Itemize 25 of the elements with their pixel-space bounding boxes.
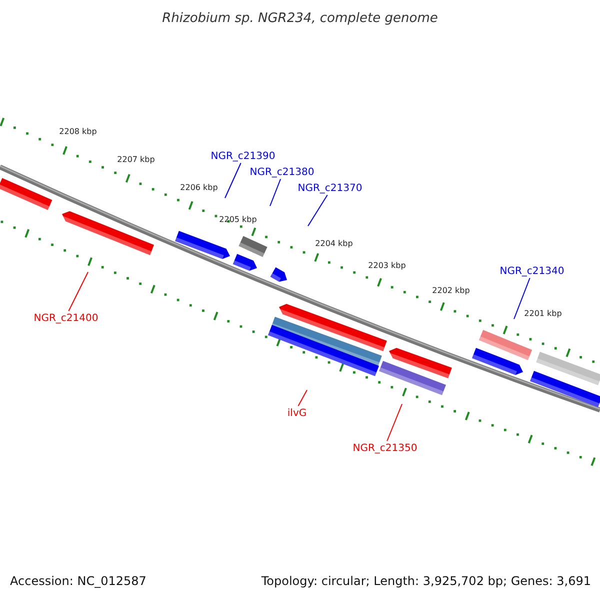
scale-label: 2205 kbp xyxy=(219,214,257,226)
accession-text: Accession: NC_012587 xyxy=(10,574,146,588)
scale-label: 2203 kbp xyxy=(368,260,406,272)
gene-label: NGR_c21370 xyxy=(298,182,362,194)
leader-line xyxy=(298,390,308,406)
leader-line xyxy=(68,272,88,312)
scale-label: 2201 kbp xyxy=(524,308,562,320)
genome-summary: Topology: circular; Length: 3,925,702 bp; Genes: 3,691 xyxy=(261,574,591,588)
gene-label: NGR_c21350 xyxy=(352,442,418,454)
gene-label: NGR_c21390 xyxy=(210,150,276,162)
leader-line xyxy=(270,178,282,206)
gene-label: NGR_c21380 xyxy=(250,166,314,178)
map-title: Rhizobium sp. NGR234, complete genome xyxy=(162,12,438,24)
gene-label: NGR_c21400 xyxy=(34,312,98,324)
gene-label: NGR_c21340 xyxy=(500,264,564,278)
gene-label: ilvG xyxy=(287,406,307,420)
scale-label: 2204 kbp xyxy=(315,238,353,250)
scale-label: 2206 kbp xyxy=(180,182,218,194)
leader-line xyxy=(514,278,530,320)
scale-label: 2202 kbp xyxy=(432,284,470,296)
leader-line xyxy=(224,162,242,198)
leader-line xyxy=(386,404,402,442)
scale-label: 2207 kbp xyxy=(117,154,155,166)
leader-line xyxy=(308,194,328,226)
scale-label: 2208 kbp xyxy=(59,126,97,138)
